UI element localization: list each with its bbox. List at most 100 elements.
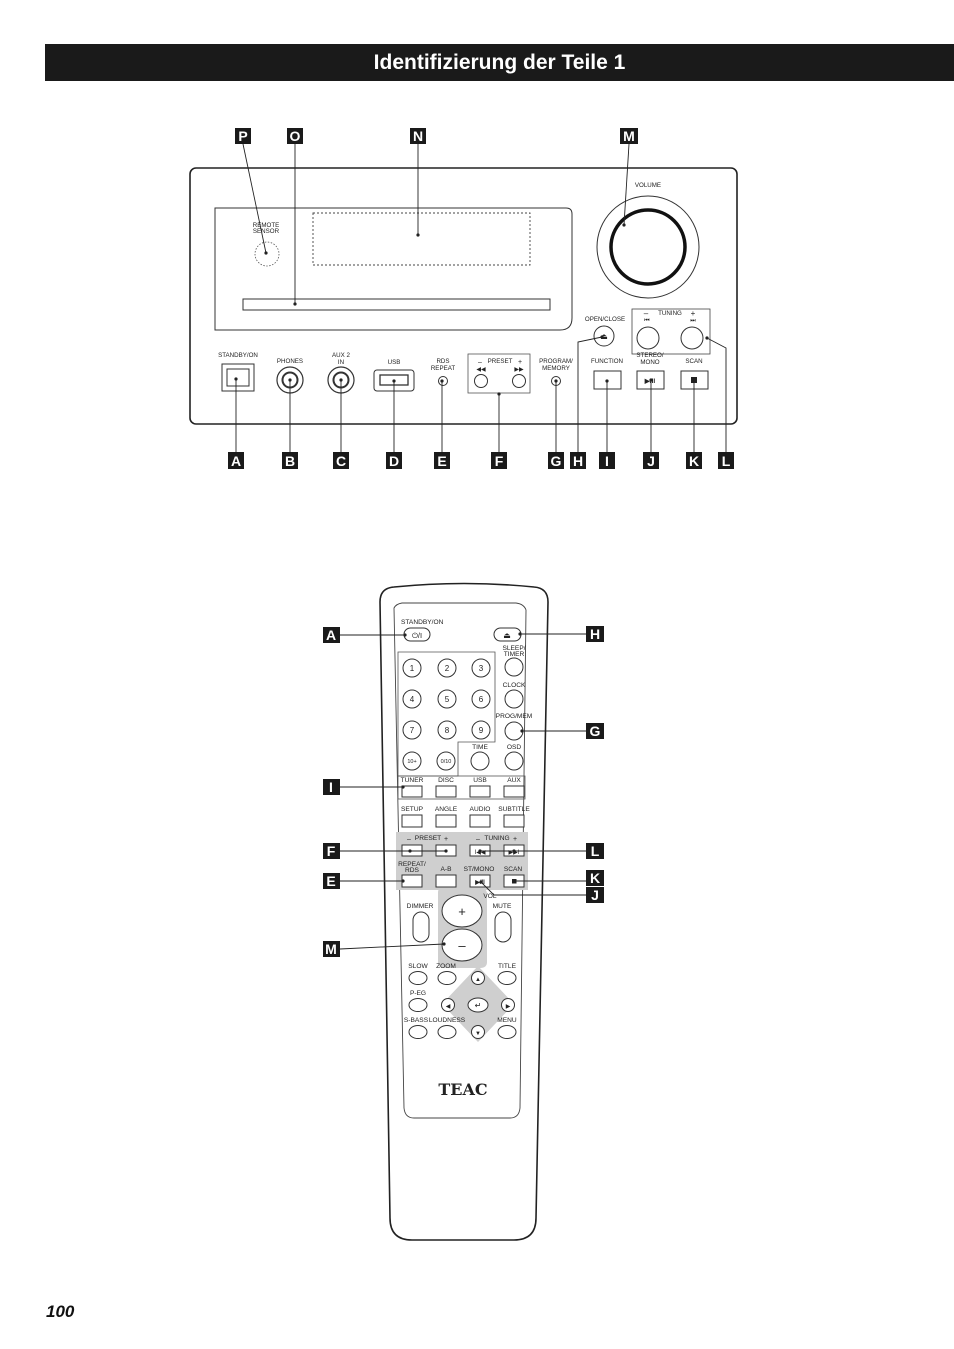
- svg-text:M: M: [325, 941, 337, 957]
- menu-button[interactable]: [497, 1025, 517, 1039]
- teac-logo: TEAC: [438, 1080, 487, 1099]
- svg-text:J: J: [647, 453, 655, 469]
- display-area: [312, 212, 531, 266]
- mute-button[interactable]: [494, 911, 512, 943]
- loudness-button[interactable]: [437, 1025, 457, 1039]
- minus-icon: –: [644, 309, 649, 318]
- volume-down-button[interactable]: [441, 928, 483, 962]
- phones-label: PHONES: [277, 358, 303, 365]
- repeat-rds-button[interactable]: [401, 874, 423, 888]
- disc-button[interactable]: [435, 785, 457, 798]
- digit-4-button[interactable]: [402, 689, 422, 709]
- angle-label: ANGLE: [435, 806, 458, 813]
- slow-label: SLOW: [408, 963, 428, 970]
- standby-label: STANDBY/ON: [218, 352, 258, 359]
- svg-text:I: I: [605, 453, 609, 469]
- nav-left-button[interactable]: [441, 998, 455, 1012]
- digit-7-button[interactable]: [402, 720, 422, 740]
- title-button[interactable]: [497, 971, 517, 985]
- digit-8-button[interactable]: [437, 720, 457, 740]
- tuner-label: TUNER: [401, 777, 424, 784]
- remote-tuning-label: TUNING: [484, 835, 509, 842]
- volume-knob[interactable]: [609, 208, 687, 286]
- program-label: PROGRAM/: [539, 358, 573, 365]
- plus-icon: +: [513, 836, 517, 843]
- svg-text:J: J: [591, 887, 599, 903]
- open-close-label: OPEN/CLOSE: [585, 316, 625, 323]
- digit-5-button[interactable]: [437, 689, 457, 709]
- eject-icon: ⏏: [600, 332, 608, 341]
- skip-forward-icon: ⏭: [690, 318, 696, 324]
- ab-button[interactable]: [435, 874, 457, 888]
- aux-button[interactable]: [503, 785, 525, 798]
- standby-button[interactable]: [226, 368, 250, 387]
- digit-1-button[interactable]: [402, 658, 422, 678]
- prog-mem-button[interactable]: [504, 721, 524, 741]
- subtitle-button[interactable]: [503, 814, 525, 828]
- nav-up-button[interactable]: [471, 971, 485, 985]
- zoom-button[interactable]: [437, 971, 457, 985]
- dimmer-button[interactable]: [412, 911, 430, 943]
- clock-button[interactable]: [504, 689, 524, 709]
- audio-button[interactable]: [469, 814, 491, 828]
- time-button[interactable]: [470, 751, 490, 771]
- svg-text:E: E: [437, 453, 446, 469]
- remote-scan-label: SCAN: [504, 866, 523, 873]
- svg-text:A: A: [326, 627, 336, 643]
- scan-label: SCAN: [685, 358, 702, 365]
- osd-button[interactable]: [504, 751, 524, 771]
- remote-standby-label: STANDBY/ON: [401, 619, 444, 626]
- svg-text:D: D: [389, 453, 399, 469]
- open-close-button[interactable]: [593, 325, 615, 347]
- svg-text:L: L: [722, 453, 731, 469]
- preset-down-button[interactable]: [401, 844, 423, 857]
- s-bass-button[interactable]: [408, 1025, 428, 1039]
- digit-0-10-button[interactable]: [436, 751, 456, 771]
- plus-icon: +: [691, 309, 696, 318]
- digit-10plus-button[interactable]: [402, 751, 422, 771]
- digit-3-button[interactable]: [471, 658, 491, 678]
- digit-2-button[interactable]: [437, 658, 457, 678]
- svg-text:F: F: [327, 843, 336, 859]
- transport-block: [396, 832, 528, 890]
- volume-knob-ring: [596, 195, 700, 299]
- volume-label: VOLUME: [635, 182, 661, 189]
- disc-label: DISC: [438, 777, 454, 784]
- tuner-button[interactable]: [401, 785, 423, 798]
- slow-button[interactable]: [408, 971, 428, 985]
- rds-label-2: REPEAT: [431, 365, 456, 372]
- svg-text:L: L: [591, 843, 600, 859]
- preset-up-button[interactable]: [512, 374, 526, 388]
- svg-text:H: H: [590, 626, 600, 642]
- svg-text:K: K: [689, 453, 699, 469]
- aux2-label: AUX 2: [332, 352, 350, 359]
- st-mono-label: ST/MONO: [464, 866, 495, 873]
- audio-label: AUDIO: [470, 806, 491, 813]
- sleep-timer-button[interactable]: [504, 657, 524, 677]
- digit-6-button[interactable]: [471, 689, 491, 709]
- tuning-up-button[interactable]: [680, 326, 704, 350]
- digit-9-button[interactable]: [471, 720, 491, 740]
- svg-text:O: O: [290, 128, 301, 144]
- eject-icon: ⏏: [503, 631, 511, 640]
- zoom-label: ZOOM: [436, 963, 456, 970]
- arrow-right-icon: ▶: [506, 1004, 511, 1010]
- svg-text:7: 7: [410, 726, 415, 735]
- p-eg-button[interactable]: [408, 998, 428, 1012]
- nav-right-button[interactable]: [501, 998, 515, 1012]
- program-label-2: MEMORY: [542, 365, 570, 372]
- setup-button[interactable]: [401, 814, 423, 828]
- nav-down-button[interactable]: [471, 1025, 485, 1039]
- usb-button[interactable]: [469, 785, 491, 798]
- preset-down-button[interactable]: [474, 374, 488, 388]
- sleep-label: SLEEP/: [502, 645, 525, 652]
- tuning-label: TUNING: [658, 310, 682, 317]
- remote-control: STANDBY/ON ⏻/I ⏏ 1 2 3 4 5 6 7 8 9 10+ 0…: [323, 582, 604, 1241]
- usb-label: USB: [473, 777, 487, 784]
- svg-text:3: 3: [479, 664, 484, 673]
- volume-up-button[interactable]: [441, 894, 483, 928]
- enter-button[interactable]: [467, 997, 489, 1013]
- angle-button[interactable]: [435, 814, 457, 828]
- tuning-down-button[interactable]: [636, 326, 660, 350]
- mute-label: MUTE: [493, 903, 512, 910]
